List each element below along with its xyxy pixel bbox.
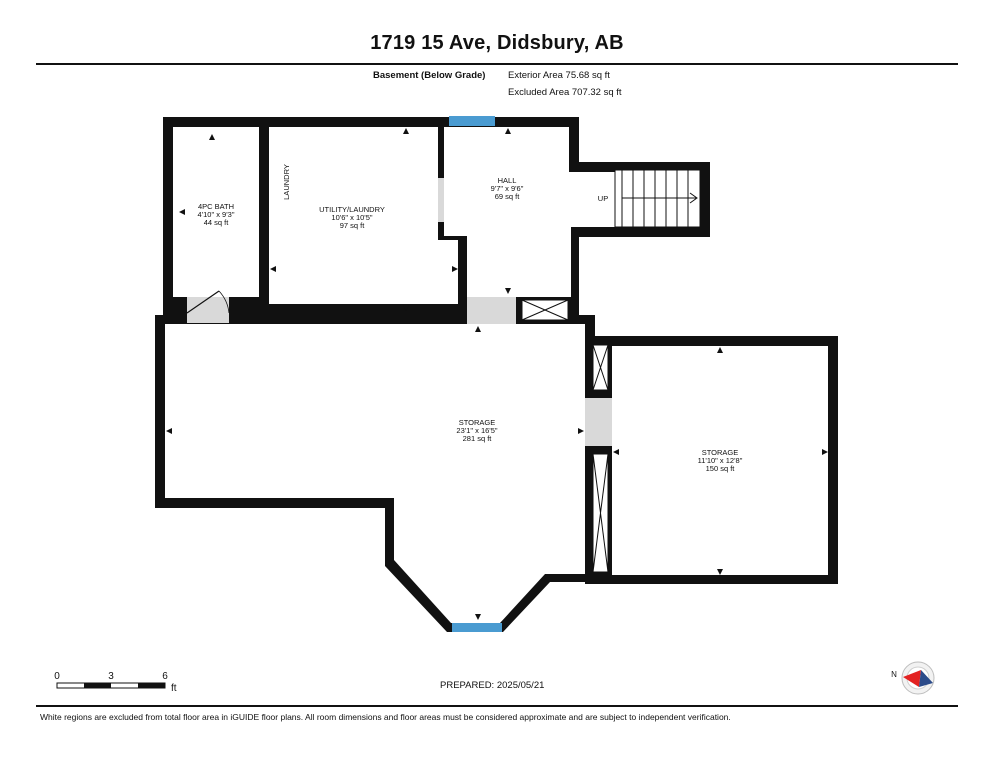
plan-title: 1719 15 Ave, Didsbury, AB [370, 32, 624, 54]
storage-east-opening [585, 398, 612, 446]
room-dims: 10'6" x 10'5" [331, 213, 372, 222]
utility-alcove-floor [438, 240, 458, 304]
bath-door-swing [186, 290, 230, 314]
hall-window [449, 116, 495, 126]
hall-closet [521, 299, 569, 321]
room-dims: 23'1" x 16'5" [456, 426, 497, 435]
room-label-storage-main: STORAGE 23'1" x 16'5" 281 sq ft [456, 418, 497, 443]
scale-tick-6: 6 [162, 671, 168, 682]
footer-rule [36, 705, 958, 707]
laundry-side-label: LAUNDRY [282, 164, 291, 200]
room-area: 44 sq ft [204, 218, 230, 227]
room-label-hall: HALL 9'7" x 9'6" 69 sq ft [491, 176, 524, 201]
utility-hall-opening [438, 178, 444, 222]
scale-unit: ft [171, 683, 177, 694]
room-name: STORAGE [459, 418, 496, 427]
excluded-area: Excluded Area 707.32 sq ft [508, 87, 622, 98]
bath-door-opening [187, 297, 229, 323]
room-name: UTILITY/LAUNDRY [319, 205, 385, 214]
scale-tick-0: 0 [54, 671, 60, 682]
hall-storage-opening [467, 297, 516, 324]
hall-floor [444, 127, 700, 297]
room-dims: 9'7" x 9'6" [491, 184, 524, 193]
header-rule [36, 63, 958, 65]
room-dims: 11'10" x 12'8" [698, 456, 743, 465]
utility-floor [269, 127, 438, 304]
closet-lower [592, 453, 609, 573]
room-name: HALL [498, 176, 517, 185]
stair-up-label: UP [598, 194, 608, 203]
dimension-arrows [166, 128, 828, 620]
prepared-date: PREPARED: 2025/05/21 [440, 680, 545, 691]
room-area: 150 sq ft [706, 464, 736, 473]
level-name: Basement (Below Grade) [373, 70, 486, 81]
closet-upper [592, 344, 609, 391]
scale-bar: 0 3 6 ft [54, 671, 177, 694]
room-label-bath: 4PC BATH 4'10" x 9'3" 44 sq ft [198, 202, 235, 227]
exterior-area: Exterior Area 75.68 sq ft [508, 70, 610, 81]
main-storage-floor [165, 324, 585, 623]
room-dims: 4'10" x 9'3" [198, 210, 235, 219]
compass-north-label: N [891, 670, 897, 679]
staircase [614, 169, 701, 228]
bath-floor [173, 127, 259, 297]
east-storage-floor [612, 346, 828, 575]
compass-icon: N [891, 661, 935, 695]
room-area: 69 sq ft [495, 192, 521, 201]
room-name: 4PC BATH [198, 202, 234, 211]
scale-tick-3: 3 [108, 671, 114, 682]
room-name: STORAGE [702, 448, 739, 457]
footer-disclaimer: White regions are excluded from total fl… [40, 712, 731, 722]
room-area: 97 sq ft [340, 221, 366, 230]
storage-window [452, 623, 502, 632]
room-area: 281 sq ft [463, 434, 493, 443]
room-label-storage-east: STORAGE 11'10" x 12'8" 150 sq ft [698, 448, 743, 473]
room-label-utility: UTILITY/LAUNDRY 10'6" x 10'5" 97 sq ft [319, 205, 385, 230]
